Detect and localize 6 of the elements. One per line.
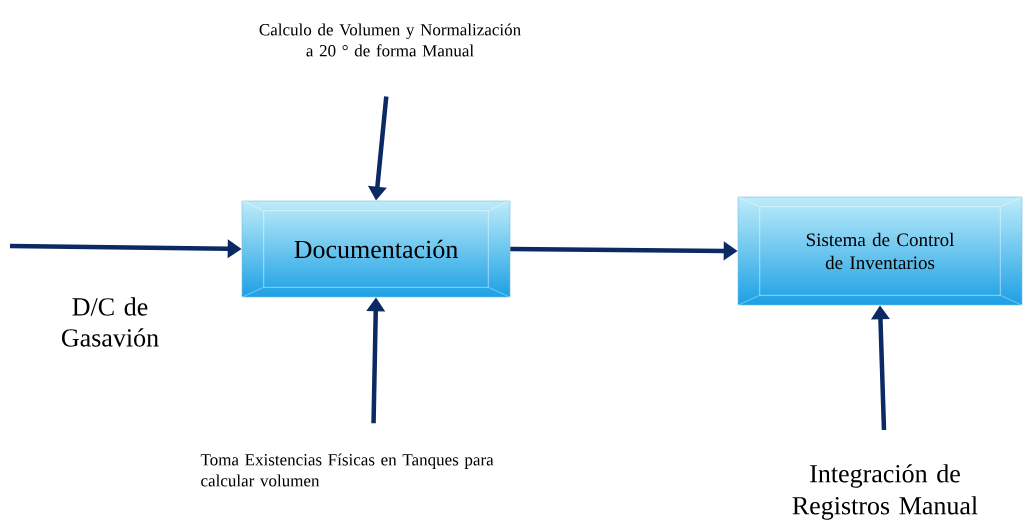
process-box: Documentación	[241, 200, 511, 298]
input-label: Integración de Registros Manual	[792, 464, 978, 520]
input-label: Toma Existencias Físicas en Tanques para calcular volumen	[200, 453, 494, 487]
input-label: Calculo de Volumen y Normalización a 20 ° de forma Manual	[259, 23, 521, 57]
process-box: Sistema de Control de Inventarios	[737, 196, 1023, 306]
edge-label: D/C de Gasavión	[61, 297, 159, 347]
